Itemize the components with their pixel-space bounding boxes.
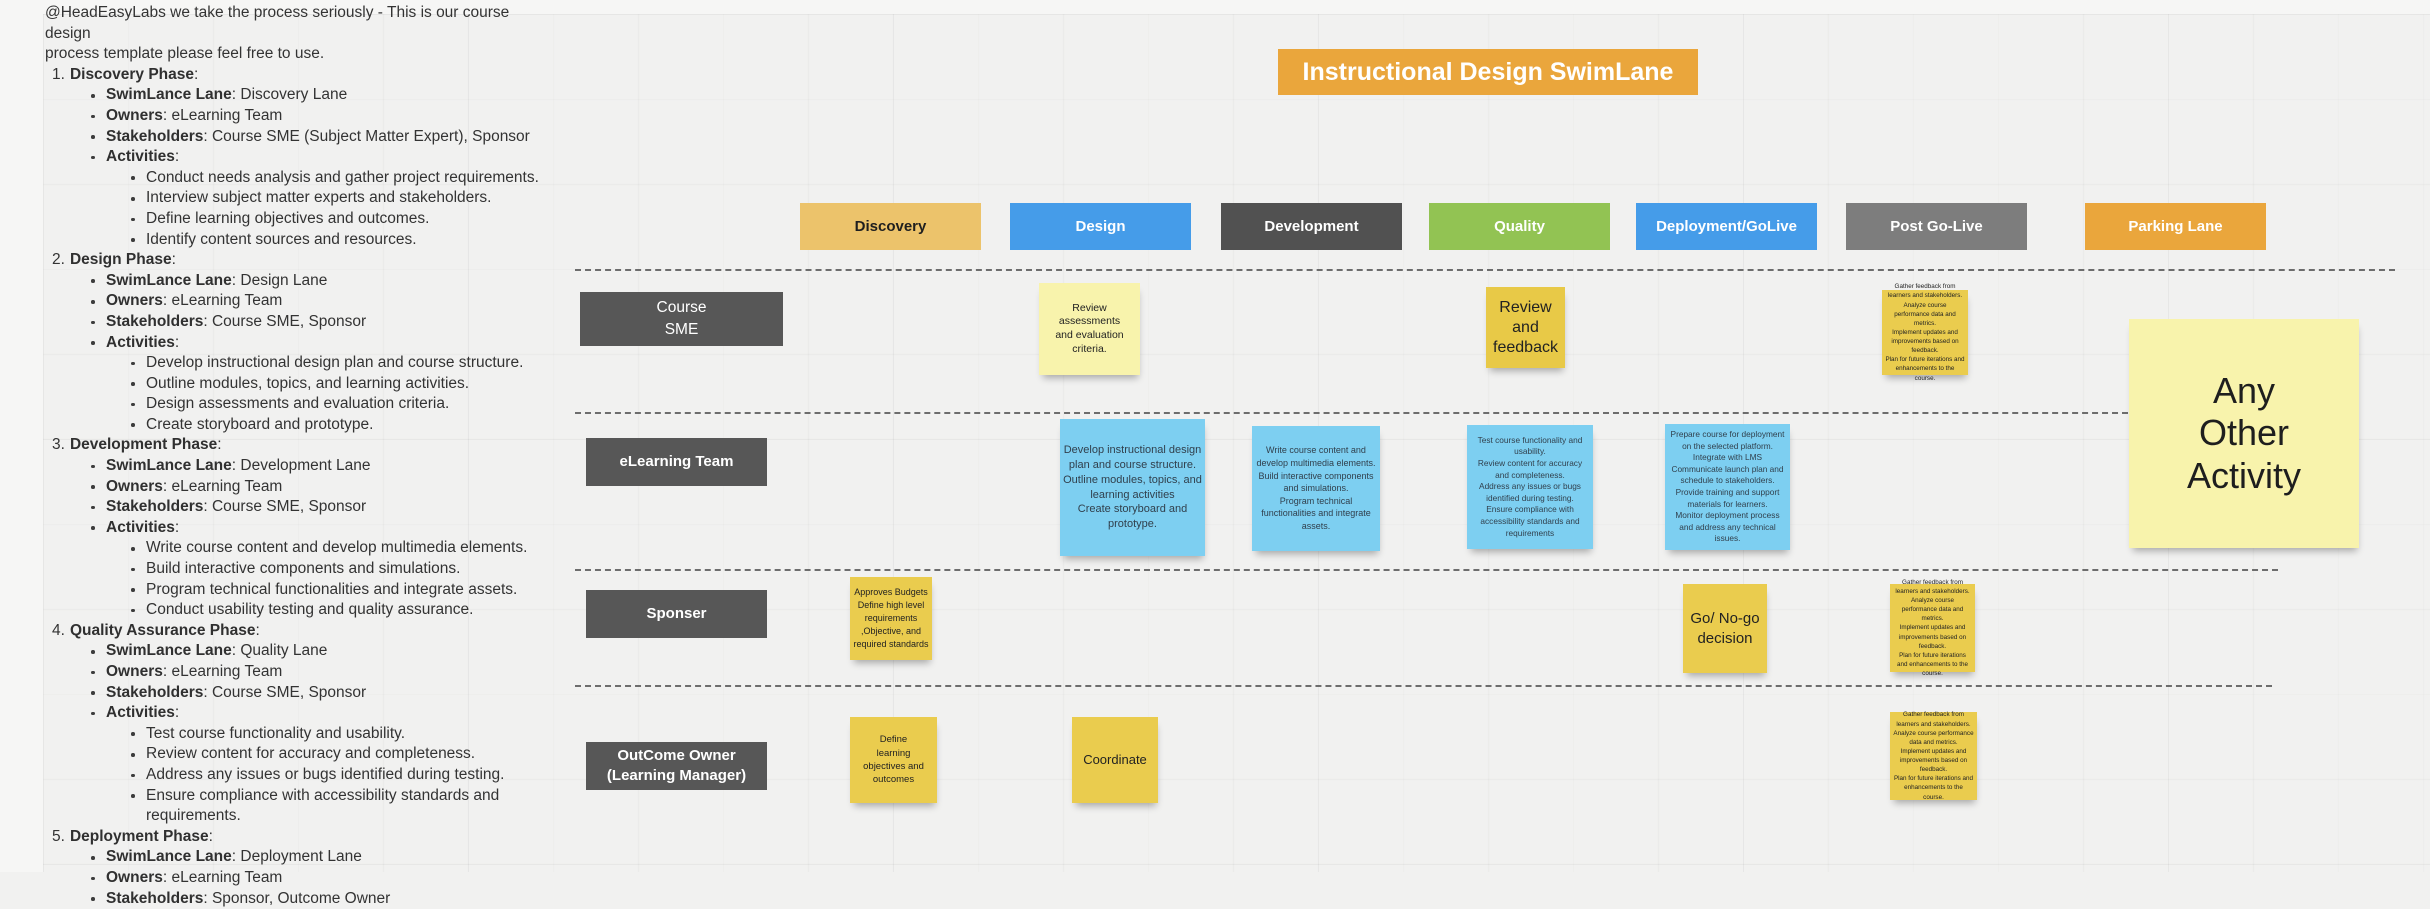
sticky-gather-feedback-outcome[interactable]: Gather feedback from learners and stakeh… bbox=[1890, 711, 1977, 801]
lane-header-design[interactable]: Design bbox=[1010, 203, 1191, 250]
doc-bullet: Stakeholders: Course SME, Sponsor bbox=[45, 497, 550, 518]
doc-sub-bullet: Build interactive components and simulat… bbox=[45, 559, 550, 580]
doc-bullet: SwimLance Lane: Deployment Lane bbox=[45, 847, 550, 868]
lane-separator-3[interactable] bbox=[575, 569, 2278, 571]
sticky-review-assessments[interactable]: Review assessments and evaluation criter… bbox=[1039, 283, 1140, 375]
lane-header-development[interactable]: Development bbox=[1221, 203, 1402, 250]
doc-phase-title: 1.Discovery Phase: bbox=[52, 65, 199, 83]
canvas-edge-top bbox=[0, 0, 2430, 14]
doc-bullet: SwimLance Lane: Discovery Lane bbox=[45, 85, 550, 106]
sticky-prepare-deployment[interactable]: Prepare course for deployment on the sel… bbox=[1665, 424, 1790, 550]
doc-bullet: Stakeholders: Course SME, Sponsor bbox=[45, 312, 550, 333]
sticky-define-learning-objectives[interactable]: Define learning objectives and outcomes bbox=[850, 717, 937, 803]
doc-sub-bullet: Identify content sources and resources. bbox=[45, 230, 550, 251]
doc-sub-bullet: Create storyboard and prototype. bbox=[45, 415, 550, 436]
doc-bullet: Owners: eLearning Team bbox=[45, 868, 550, 889]
doc-phase-title: 3.Development Phase: bbox=[52, 436, 222, 454]
row-label-sponser[interactable]: Sponser bbox=[586, 590, 767, 638]
doc-bullet: Stakeholders: Course SME (Subject Matter… bbox=[45, 127, 550, 148]
sticky-write-course-content[interactable]: Write course content and develop multime… bbox=[1252, 426, 1380, 551]
sticky-approves-budgets[interactable]: Approves Budgets Define high level requi… bbox=[850, 577, 932, 660]
doc-sub-bullet: Define learning objectives and outcomes. bbox=[45, 209, 550, 230]
sticky-coordinate[interactable]: Coordinate bbox=[1072, 717, 1158, 803]
doc-bullet: Activities: bbox=[45, 518, 550, 539]
doc-bullet: Activities: bbox=[45, 147, 550, 168]
doc-sub-bullet: Write course content and develop multime… bbox=[45, 538, 550, 559]
lane-separator-4[interactable] bbox=[575, 685, 2272, 687]
doc-intro: @HeadEasyLabs we take the process seriou… bbox=[45, 4, 510, 63]
doc-phase-title: 2.Design Phase: bbox=[52, 251, 176, 269]
doc-sub-bullet: Conduct usability testing and quality as… bbox=[45, 600, 550, 621]
doc-sub-bullet: Program technical functionalities and in… bbox=[45, 580, 550, 601]
lane-header-post-go-live[interactable]: Post Go-Live bbox=[1846, 203, 2027, 250]
sticky-gather-feedback-sponser[interactable]: Gather feedback from learners and stakeh… bbox=[1890, 579, 1975, 677]
sticky-go-no-go-decision[interactable]: Go/ No-go decision bbox=[1683, 584, 1767, 673]
lane-header-parking-lane[interactable]: Parking Lane bbox=[2085, 203, 2266, 250]
lane-separator-1[interactable] bbox=[575, 269, 2395, 271]
doc-sub-bullet: Interview subject matter experts and sta… bbox=[45, 188, 550, 209]
doc-bullet: Owners: eLearning Team bbox=[45, 477, 550, 498]
doc-sub-bullet: Address any issues or bugs identified du… bbox=[45, 765, 550, 786]
row-label-course-sme[interactable]: Course SME bbox=[580, 292, 783, 346]
row-label-outcome-owner[interactable]: OutCome Owner (Learning Manager) bbox=[586, 742, 767, 790]
sticky-review-and-feedback[interactable]: Review and feedback bbox=[1486, 287, 1565, 368]
doc-sub-bullet: Conduct needs analysis and gather projec… bbox=[45, 168, 550, 189]
doc-sub-bullet: Outline modules, topics, and learning ac… bbox=[45, 374, 550, 395]
doc-bullet: Activities: bbox=[45, 333, 550, 354]
doc-bullet: SwimLance Lane: Design Lane bbox=[45, 271, 550, 292]
course-design-notes-text[interactable]: @HeadEasyLabs we take the process seriou… bbox=[45, 3, 550, 909]
doc-bullet: SwimLance Lane: Development Lane bbox=[45, 456, 550, 477]
row-label-elearning-team[interactable]: eLearning Team bbox=[586, 438, 767, 486]
doc-bullet: Owners: eLearning Team bbox=[45, 662, 550, 683]
doc-bullet: SwimLance Lane: Quality Lane bbox=[45, 641, 550, 662]
doc-sub-bullet: Ensure compliance with accessibility sta… bbox=[45, 786, 550, 827]
lane-header-quality[interactable]: Quality bbox=[1429, 203, 1610, 250]
board-title[interactable]: Instructional Design SwimLane bbox=[1278, 49, 1698, 95]
doc-bullet: Owners: eLearning Team bbox=[45, 106, 550, 127]
doc-sub-bullet: Develop instructional design plan and co… bbox=[45, 353, 550, 374]
sticky-develop-design-plan[interactable]: Develop instructional design plan and co… bbox=[1060, 419, 1205, 556]
doc-bullet: Activities: bbox=[45, 703, 550, 724]
doc-sub-bullet: Design assessments and evaluation criter… bbox=[45, 394, 550, 415]
lane-header-deployment-golive[interactable]: Deployment/GoLive bbox=[1636, 203, 1817, 250]
doc-phase-title: 5.Deployment Phase: bbox=[52, 827, 213, 845]
sticky-gather-feedback-sme[interactable]: Gather feedback from learners and stakeh… bbox=[1882, 283, 1968, 382]
doc-bullet: Stakeholders: Sponsor, Outcome Owner bbox=[45, 889, 550, 909]
sticky-test-course-functionality[interactable]: Test course functionality and usability.… bbox=[1467, 425, 1593, 549]
doc-bullet: Owners: eLearning Team bbox=[45, 291, 550, 312]
canvas-edge-left bbox=[0, 0, 43, 872]
lane-header-discovery[interactable]: Discovery bbox=[800, 203, 981, 250]
sticky-any-other-activity[interactable]: Any Other Activity bbox=[2129, 319, 2359, 548]
lane-separator-2[interactable] bbox=[575, 412, 2128, 414]
doc-sub-bullet: Test course functionality and usability. bbox=[45, 724, 550, 745]
doc-bullet: Stakeholders: Course SME, Sponsor bbox=[45, 683, 550, 704]
doc-sub-bullet: Review content for accuracy and complete… bbox=[45, 744, 550, 765]
doc-phase-title: 4.Quality Assurance Phase: bbox=[52, 621, 260, 639]
